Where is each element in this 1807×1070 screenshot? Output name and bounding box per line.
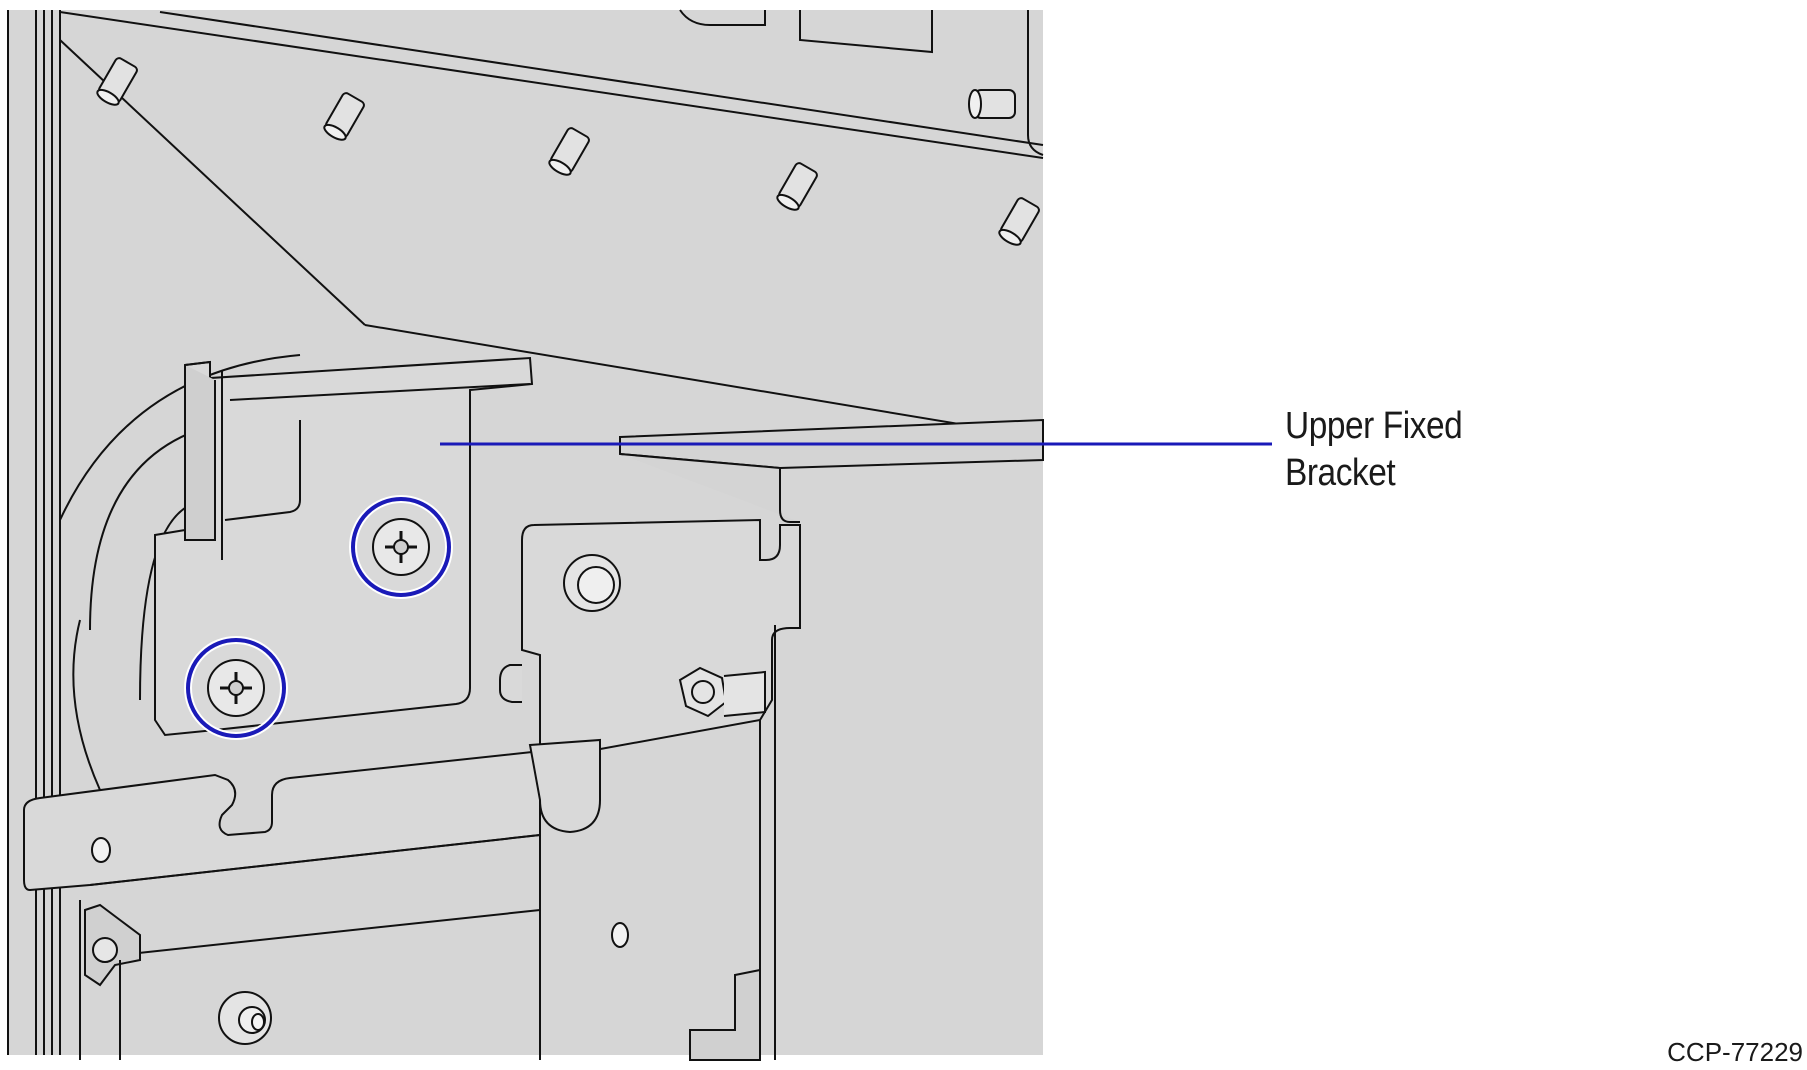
- bottom-mechanism: [79, 900, 761, 1061]
- horizontal-rail: [23, 750, 541, 956]
- curved-housing: [59, 354, 301, 791]
- callout-line-2: Bracket: [1285, 452, 1396, 494]
- hex-nut: [678, 666, 766, 718]
- standoff-pegs: [96, 57, 1040, 246]
- screw-upper: [372, 518, 430, 576]
- side-clip: [499, 664, 522, 703]
- round-bolt: [563, 554, 621, 612]
- figure-id: CCP-77229: [1667, 1037, 1803, 1067]
- lower-bolt: [218, 991, 272, 1045]
- tab-hook: [528, 738, 601, 834]
- callout-line-1: Upper Fixed: [1285, 405, 1463, 447]
- callout-label: Upper Fixed Bracket: [1285, 403, 1463, 497]
- screw-lower: [207, 659, 265, 717]
- small-hole: [611, 922, 629, 948]
- highlight-circles: [184, 495, 453, 740]
